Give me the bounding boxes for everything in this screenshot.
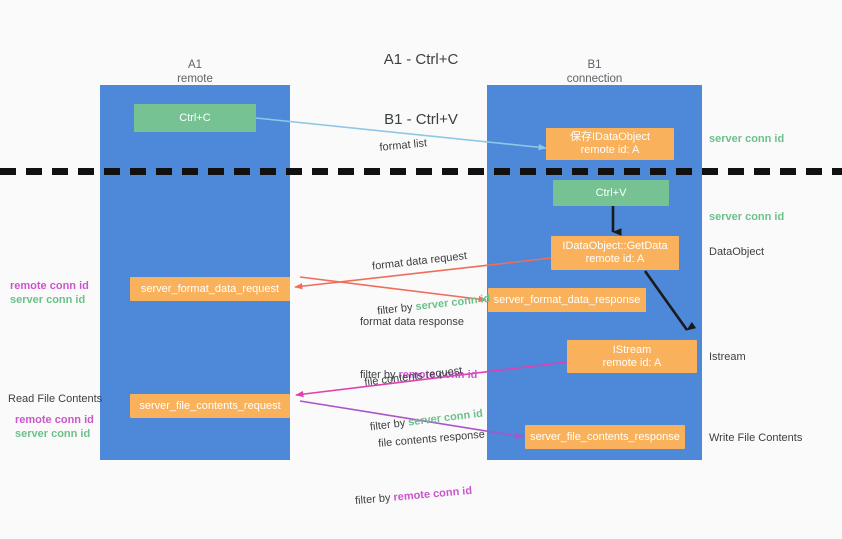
box-save-idataobject-id: remote id: A xyxy=(580,144,640,156)
box-server-file-contents-response-label: server_file_contents_response xyxy=(530,430,680,443)
box-save-idataobject[interactable]: 保存IDataObject remote id: A xyxy=(546,128,674,160)
label-format-data-request-title: format data request xyxy=(371,250,468,273)
lane-header-a1: A1 remote xyxy=(100,58,290,86)
label-format-data-response-filter: filter by remote conn id xyxy=(360,368,477,383)
annotation-low-server-conn-id: server conn id xyxy=(15,428,91,440)
box-server-file-contents-request-label: server_file_contents_request xyxy=(139,399,281,412)
box-save-idataobject-title: 保存IDataObject xyxy=(569,131,651,143)
label-format-data-response-filter-prefix: filter by xyxy=(360,369,399,381)
annotation-istream: Istream xyxy=(709,351,746,363)
label-file-contents-response-filter: filter by remote conn id xyxy=(355,482,491,509)
box-server-file-contents-request[interactable]: server_file_contents_request xyxy=(130,394,290,418)
title-line-1: A1 - Ctrl+C xyxy=(383,51,459,68)
lane-header-b1: B1 connection xyxy=(487,58,702,86)
annotation-dataobject: DataObject xyxy=(709,246,765,258)
box-idataobject-getdata-id: remote id: A xyxy=(585,253,645,265)
lane-a1-sub: remote xyxy=(177,73,213,85)
box-idataobject-getdata[interactable]: IDataObject::GetData remote id: A xyxy=(551,236,679,270)
annotation-mid-server-conn-id: server conn id xyxy=(10,294,86,306)
label-file-contents-response: file contents response filter by remote … xyxy=(355,398,493,537)
annotation-mid-remote-conn-id: remote conn id xyxy=(10,280,89,292)
box-server-format-data-response[interactable]: server_format_data_response xyxy=(488,288,646,312)
box-server-format-data-response-label: server_format_data_response xyxy=(493,293,641,306)
label-file-contents-response-filter-value: remote conn id xyxy=(392,484,473,504)
dashed-divider xyxy=(0,168,842,175)
lane-a1-name: A1 xyxy=(187,59,203,71)
lane-b1-sub: connection xyxy=(566,73,623,85)
box-ctrl-c-label: Ctrl+C xyxy=(179,111,211,124)
box-server-format-data-request-label: server_format_data_request xyxy=(140,282,280,295)
diagram-canvas: A1 - Ctrl+C B1 - Ctrl+V A1 remote B1 con… xyxy=(0,51,842,507)
box-idataobject-getdata-title: IDataObject::GetData xyxy=(562,240,668,252)
label-file-contents-request-title: file contents request xyxy=(363,364,463,389)
annotation-server-conn-id-top: server conn id xyxy=(709,133,785,145)
label-format-list-title: format list xyxy=(378,137,428,154)
label-format-data-response-filter-value: remote conn id xyxy=(398,369,478,381)
box-ctrl-v[interactable]: Ctrl+V xyxy=(553,180,669,206)
lane-b1-name: B1 xyxy=(587,59,602,71)
box-server-format-data-request[interactable]: server_format_data_request xyxy=(130,277,290,301)
label-format-data-response: format data response filter by remote co… xyxy=(360,285,477,413)
box-istream-id: remote id: A xyxy=(602,356,662,369)
box-ctrl-v-label: Ctrl+V xyxy=(595,186,627,199)
annotation-server-conn-id-second: server conn id xyxy=(709,211,785,223)
label-format-list: format list xyxy=(376,106,431,185)
label-file-contents-response-title: file contents response xyxy=(377,428,486,450)
box-server-file-contents-response[interactable]: server_file_contents_response xyxy=(525,425,685,449)
annotation-low-remote-conn-id: remote conn id xyxy=(15,414,94,426)
box-ctrl-c[interactable]: Ctrl+C xyxy=(134,104,256,132)
box-istream-title: IStream xyxy=(612,343,652,356)
label-file-contents-response-filter-prefix: filter by xyxy=(354,491,395,508)
box-istream[interactable]: IStream remote id: A xyxy=(567,340,697,373)
annotation-write-file-contents: Write File Contents xyxy=(709,432,803,444)
annotation-read-file-contents: Read File Contents xyxy=(8,393,103,405)
label-format-data-response-title: format data response xyxy=(360,316,464,328)
